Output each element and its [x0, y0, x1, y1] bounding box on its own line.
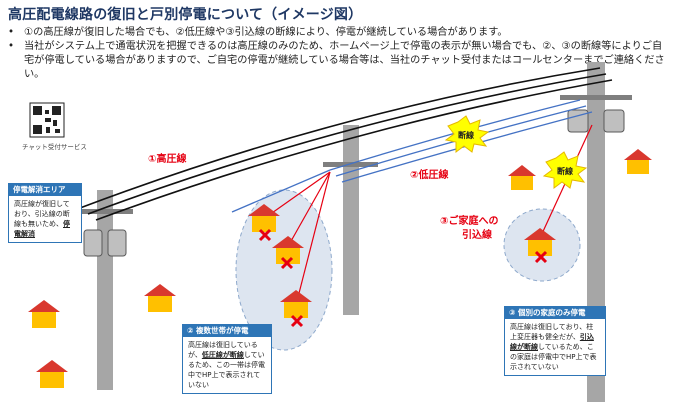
- utility-pole-middle: [343, 125, 359, 315]
- info-box-body: 高圧線は復旧しているが、低圧線が断線しているため、この一帯は停電中でHP上で表示…: [183, 337, 271, 393]
- info-box-head: 停電解消エリア: [9, 184, 81, 196]
- qr-code: [29, 102, 65, 138]
- info-box-body: 高圧線は復旧しており、柱上変圧器も健全だが、引込線が断線しているため、この家庭は…: [505, 319, 605, 375]
- cross-arm: [78, 209, 133, 214]
- bullet-dot: •: [8, 41, 15, 52]
- info-box-multi-household: ② 複数世帯が停電 高圧線は復旧しているが、低圧線が断線しているため、この一帯は…: [182, 324, 272, 394]
- bullet-list: • ①の高圧線が復旧した場合でも、②低圧線や③引込線の断線により、停電が継続して…: [8, 26, 668, 82]
- bullet-item: • ①の高圧線が復旧した場合でも、②低圧線や③引込線の断線により、停電が継続して…: [8, 26, 668, 40]
- label-high-voltage: ①高圧線: [148, 154, 187, 165]
- house: [624, 149, 652, 174]
- info-text: HP上で表示されていない: [188, 371, 261, 389]
- info-text: しているため、この一帯は停電中で: [188, 351, 265, 379]
- cross-arm: [323, 162, 378, 167]
- house: [28, 300, 60, 328]
- house: [508, 165, 536, 190]
- break-burst-2: [542, 151, 588, 189]
- info-box-head: ② 複数世帯が停電: [183, 325, 271, 337]
- utility-pole-left: [97, 190, 113, 390]
- info-box-restored: 停電解消エリア 高圧線が復旧しており、引込線の断線も無いため、停電解消: [8, 183, 82, 243]
- info-text: しているため、この家庭は停電中でHP上で表示されていない: [510, 343, 597, 371]
- label-service-line-1: ③ご家庭への: [440, 216, 499, 227]
- bullet-item: • 当社がシステム上で通電状況を把握できるのは高圧線のみのため、ホームページ上で…: [8, 40, 668, 82]
- page-title: 高圧配電線路の復旧と戸別停電について（イメージ図）: [8, 7, 363, 23]
- qr-label: チャット受付サービス: [22, 143, 87, 151]
- info-box-body: 高圧線が復旧しており、引込線の断線も無いため、停電解消: [9, 196, 81, 242]
- bullet-text: 当社がシステム上で通電状況を把握できるのは高圧線のみのため、ホームページ上で停電…: [24, 41, 665, 80]
- house: [248, 204, 280, 232]
- info-text: り、引込線の断線も無いため、: [14, 210, 70, 228]
- house: [36, 360, 68, 388]
- low-voltage-lines: [231, 169, 331, 213]
- info-bold: 停電解消: [14, 220, 70, 238]
- label-service-line-2: 引込線: [462, 230, 492, 241]
- info-text: 高圧線は復旧しており、柱上変圧器も健全だが、: [510, 323, 594, 341]
- break-burst-1: [444, 115, 490, 153]
- pole-transformer-right: [567, 109, 625, 133]
- burst-label: 断線: [458, 130, 474, 140]
- pole-transformer-left: [83, 229, 127, 257]
- info-bold: 低圧線が断線: [201, 351, 244, 359]
- high-voltage-lines: [79, 67, 613, 221]
- info-box-single-household: ③ 個別の家庭のみ停電 高圧線は復旧しており、柱上変圧器も健全だが、引込線が断線…: [504, 306, 606, 376]
- info-box-head: ③ 個別の家庭のみ停電: [505, 307, 605, 319]
- label-low-voltage: ②低圧線: [410, 170, 449, 181]
- info-text: 高圧線は復旧しているが、: [188, 341, 258, 359]
- outage-x-mark: [258, 228, 548, 328]
- house: [144, 284, 176, 312]
- bullet-dot: •: [8, 27, 15, 38]
- cross-arm: [560, 95, 632, 100]
- info-text: 高圧線が復旧してお: [14, 200, 70, 218]
- house: [280, 290, 312, 318]
- bullet-text: ①の高圧線が復旧した場合でも、②低圧線や③引込線の断線により、停電が継続している…: [24, 27, 508, 38]
- info-bold: 引込線が断線: [510, 333, 594, 351]
- burst-label: 断線: [557, 166, 573, 176]
